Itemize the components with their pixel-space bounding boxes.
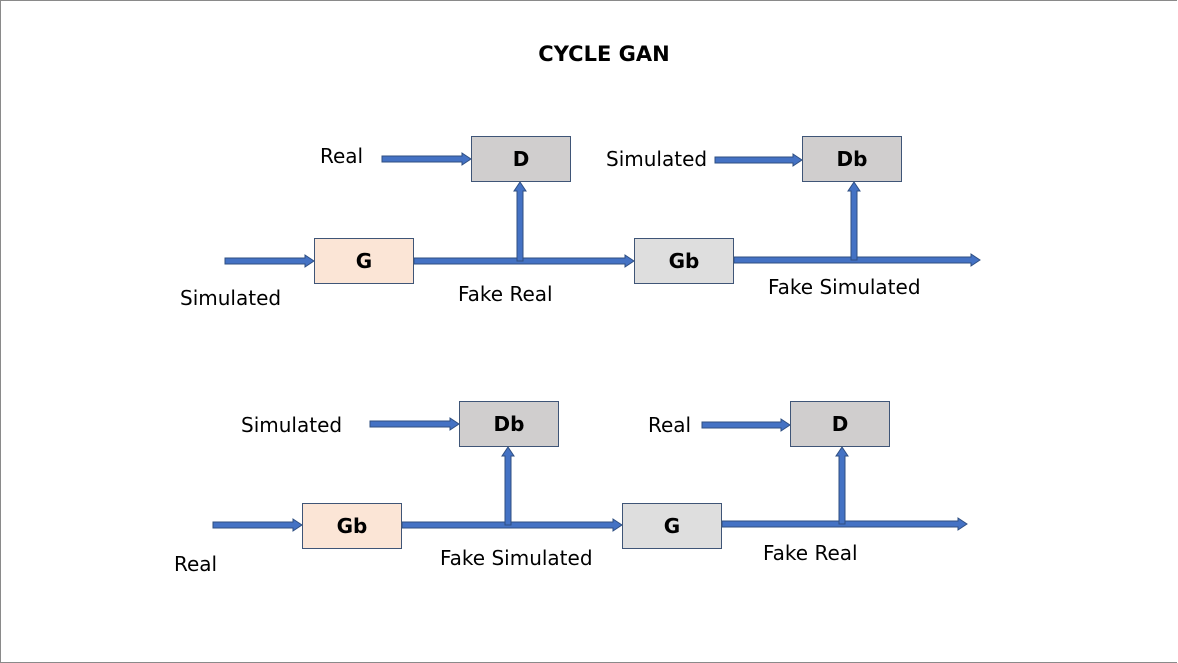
top-input-arrow — [224, 254, 315, 268]
bottom-d1-input-arrow — [369, 417, 460, 431]
top-d2-input-label: Simulated — [606, 147, 708, 171]
bottom-discriminator-1-box: Db — [459, 401, 559, 447]
bottom-input-label: Real — [174, 552, 218, 576]
top-d1-input-arrow — [381, 152, 472, 166]
top-end-label: Fake Simulated — [768, 275, 921, 299]
bottom-end-label: Fake Real — [763, 541, 858, 565]
bottom-mid-label: Fake Simulated — [440, 546, 593, 570]
top-discriminator-2-box: Db — [802, 136, 902, 182]
top-to-d2-arrow — [847, 181, 861, 261]
bottom-generator-1-box: Gb — [302, 503, 402, 549]
bottom-to-d1-arrow — [501, 446, 515, 526]
top-generator-1-box: G — [314, 238, 414, 284]
diagram-title: CYCLE GAN — [538, 42, 670, 66]
top-mid-label: Fake Real — [458, 282, 553, 306]
bottom-input-arrow — [212, 518, 303, 532]
top-mid-arrow — [413, 254, 635, 268]
top-d2-input-arrow — [714, 153, 803, 167]
top-input-label: Simulated — [180, 286, 282, 310]
bottom-generator-2-box: G — [622, 503, 722, 549]
bottom-discriminator-2-box: D — [790, 401, 890, 447]
top-d1-input-label: Real — [320, 144, 364, 168]
bottom-mid-arrow — [401, 518, 623, 532]
top-discriminator-1-box: D — [471, 136, 571, 182]
bottom-d2-input-label: Real — [648, 413, 692, 437]
bottom-d1-input-label: Simulated — [241, 413, 343, 437]
top-generator-2-box: Gb — [634, 238, 734, 284]
bottom-to-d2-arrow — [835, 446, 849, 525]
bottom-d2-input-arrow — [701, 418, 791, 432]
top-to-d1-arrow — [513, 181, 527, 262]
